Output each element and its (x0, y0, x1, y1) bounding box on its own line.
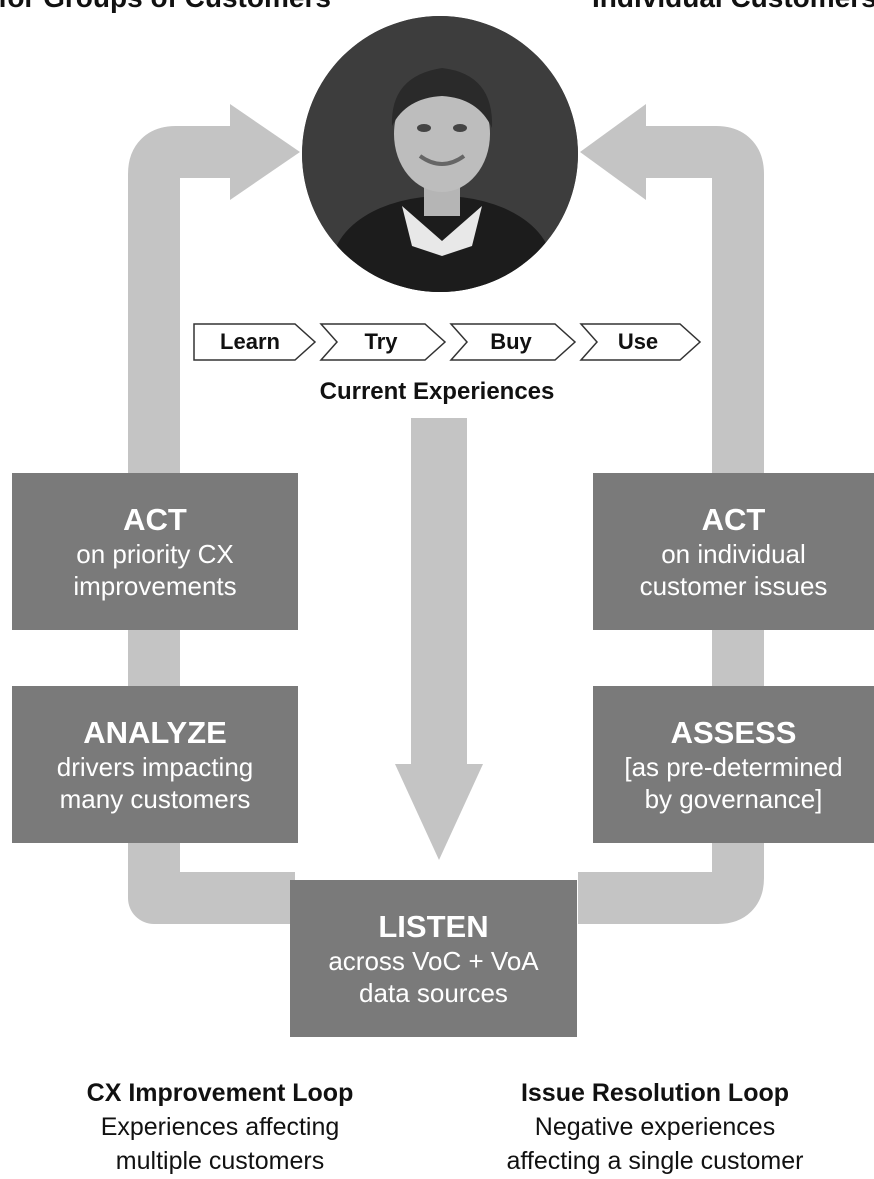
step-try: Try (364, 329, 398, 354)
act-priority-title: ACT (123, 501, 187, 537)
customer-avatar (302, 16, 578, 292)
act-individual-subtitle: on individual customer issues (639, 538, 828, 601)
issue-loop-title: Issue Resolution Loop (520, 1079, 790, 1107)
center-arrow-shaft (411, 418, 467, 764)
step-use: Use (617, 329, 659, 354)
cx-loop-desc: Experiences affecting multiple customers (100, 1113, 340, 1175)
right-top-label: Individual Customers (592, 0, 874, 14)
chevron-use (579, 323, 702, 361)
listen-box: LISTEN across VoC + VoA data sources (290, 880, 577, 1037)
cx-loop-caption: CX Improvement Loop Experiences affectin… (40, 1076, 400, 1178)
act-priority-box: ACT on priority CX improvements (12, 473, 298, 630)
chevron-buy (449, 323, 577, 361)
analyze-title: ANALYZE (83, 714, 227, 750)
listen-title: LISTEN (378, 908, 489, 944)
analyze-subtitle: drivers impacting many customers (56, 751, 254, 814)
assess-title: ASSESS (670, 714, 797, 750)
left-top-label: for Groups of Customers (0, 0, 331, 14)
chevron-try (319, 323, 447, 361)
cx-loop-title: CX Improvement Loop (86, 1079, 354, 1107)
chevron-learn (193, 323, 317, 361)
issue-loop-desc: Negative experiences affecting a single … (506, 1113, 804, 1175)
listen-subtitle: across VoC + VoA data sources (328, 945, 539, 1008)
issue-loop-caption: Issue Resolution Loop Negative experienc… (450, 1076, 860, 1178)
act-individual-box: ACT on individual customer issues (593, 473, 874, 630)
right-loop-arrowhead (580, 104, 646, 200)
step-buy: Buy (490, 329, 532, 354)
assess-subtitle: [as pre-determined by governance] (624, 751, 843, 814)
act-priority-subtitle: on priority CX improvements (73, 538, 237, 601)
assess-box: ASSESS [as pre-determined by governance] (593, 686, 874, 843)
journey-caption: Current Experiences (319, 378, 555, 405)
step-learn: Learn (220, 329, 280, 354)
left-loop-arrowhead (230, 104, 300, 200)
act-individual-title: ACT (701, 501, 766, 537)
analyze-box: ANALYZE drivers impacting many customers (12, 686, 298, 843)
center-arrowhead (395, 764, 483, 860)
